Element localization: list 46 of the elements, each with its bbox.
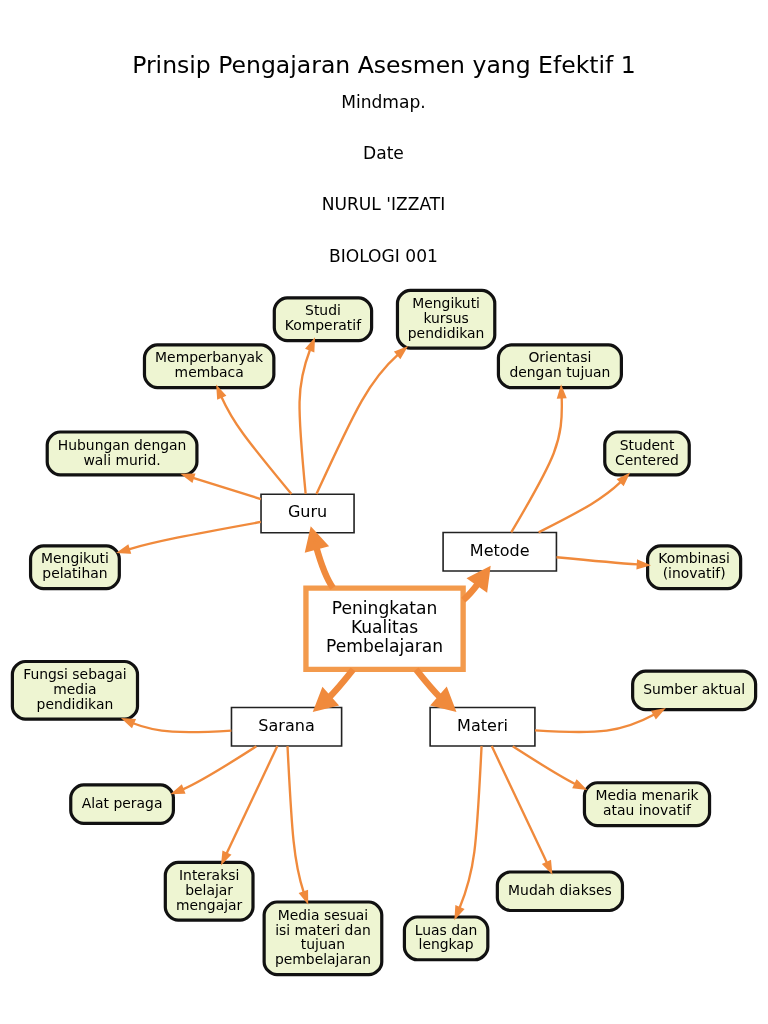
arrow [512,744,588,790]
node-box: Guru [260,493,355,534]
node-box: Orientasi dengan tujuan [496,342,623,389]
arrow [116,520,262,554]
label: NURUL 'IZZATI [321,193,446,214]
arrow [216,384,293,495]
arrow [298,336,316,494]
arrow [170,744,257,794]
label: Date [363,142,404,163]
node-box: Studi Komperatif [272,295,374,342]
node-box: Media sesuai isi materi dan tujuan pembelajaran [262,899,384,976]
arrow [538,471,631,533]
arrow [220,745,279,866]
node-box: Mengikuti kursus pendidikan [395,288,497,350]
arrow [180,472,262,500]
label: BIOLOGI 001 [328,245,438,266]
node-box: Student Centered [603,429,691,476]
node-box: Sarana [230,706,343,747]
arrow [120,717,232,733]
node-box: Hubungan dengan wali murid. [45,429,199,476]
diagram-title: Prinsip Pengajaran Asesmen yang Efektif 1 [132,50,636,79]
arrow [304,525,336,590]
node-box: Interaksi belajar mengajar [163,860,255,922]
arrow [454,745,483,920]
node-box: Mudah diakses [495,869,625,912]
arrow [312,667,356,712]
arrow [510,383,567,533]
arrow [461,565,491,602]
node-box: Kombinasi (inovatif) [646,543,743,590]
node-box: Alat peraga [69,782,175,825]
arrow [286,745,309,905]
arrow [556,555,652,569]
node-box: Luas dan lengkap [402,914,490,961]
node-box: Materi [429,706,536,747]
arrow [413,667,457,712]
node-box: Mengikuti pelatihan [28,543,121,590]
node-box: Sumber aktual [631,669,758,711]
arrow [534,707,666,733]
label: Mindmap. [341,91,426,112]
node-box: Memperbanyak membaca [142,342,276,389]
arrow [490,745,553,875]
node-box: Media menarik atau inovatif [582,780,712,827]
node-box: Fungsi sebagai media pendidikan [10,659,140,721]
node-box: Metode [442,531,558,572]
arrow [315,345,409,495]
node-box: Peningkatan Kualitas Pembelajaran [303,584,466,672]
